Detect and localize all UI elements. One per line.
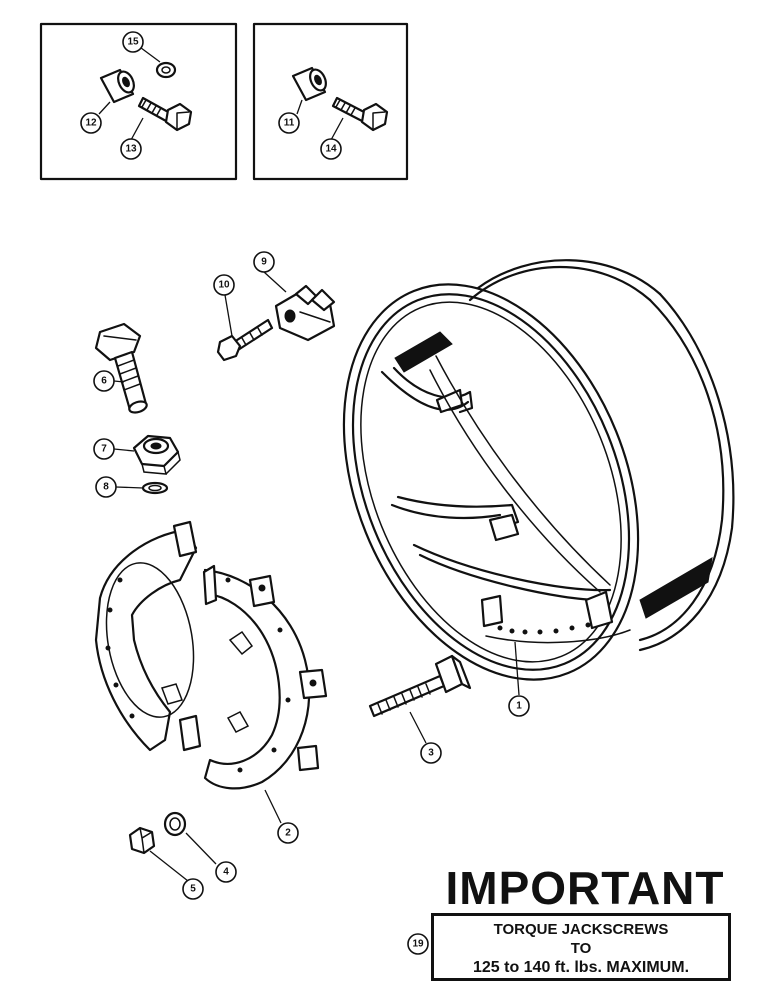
callout-8: 8 bbox=[95, 476, 117, 498]
callout-1: 1 bbox=[508, 695, 530, 717]
callout-15: 15 bbox=[122, 31, 144, 53]
bolt-part-3 bbox=[368, 654, 472, 718]
inset-box-left bbox=[39, 22, 238, 181]
svg-text:2: 2 bbox=[285, 828, 291, 839]
torque-notice-box: TORQUE JACKSCREWS TO 125 to 140 ft. lbs.… bbox=[431, 913, 731, 981]
o-ring-part-8 bbox=[141, 481, 169, 495]
torque-notice-line-1: TORQUE JACKSCREWS bbox=[493, 921, 669, 938]
callout-6: 6 bbox=[93, 370, 115, 392]
callout-19: 19 bbox=[407, 933, 429, 955]
callout-14: 14 bbox=[320, 138, 342, 160]
svg-text:12: 12 bbox=[85, 118, 97, 129]
important-heading: IMPORTANT bbox=[445, 862, 725, 914]
bolt-part-13 bbox=[137, 96, 193, 132]
block-part-9 bbox=[274, 284, 336, 342]
callout-3: 3 bbox=[420, 742, 442, 764]
callout-12: 12 bbox=[80, 112, 102, 134]
svg-text:10: 10 bbox=[218, 280, 230, 291]
clamp-bolt-holes bbox=[105, 577, 291, 773]
clamp-part-2 bbox=[94, 520, 328, 790]
washer-part-15 bbox=[155, 61, 177, 79]
svg-text:14: 14 bbox=[325, 144, 337, 155]
callout-10: 10 bbox=[213, 274, 235, 296]
svg-text:9: 9 bbox=[261, 257, 267, 268]
torque-notice-line-2: TO bbox=[570, 940, 592, 957]
svg-text:6: 6 bbox=[101, 376, 107, 387]
torque-notice-line-3: 125 to 140 ft. lbs. MAXIMUM. bbox=[472, 959, 690, 976]
bolt-part-14 bbox=[331, 96, 389, 132]
svg-text:19: 19 bbox=[412, 939, 424, 950]
svg-text:1: 1 bbox=[516, 701, 522, 712]
svg-text:11: 11 bbox=[284, 118, 295, 129]
callout-5: 5 bbox=[182, 878, 204, 900]
svg-text:7: 7 bbox=[101, 444, 107, 455]
callout-11: 11 bbox=[278, 112, 300, 134]
inset-box-right bbox=[252, 22, 409, 181]
svg-text:8: 8 bbox=[103, 482, 109, 493]
callout-13: 13 bbox=[120, 138, 142, 160]
rim-bolt-holes bbox=[497, 622, 591, 635]
nut-part-5 bbox=[128, 826, 156, 855]
callout-4: 4 bbox=[215, 861, 237, 883]
spacer-part-12 bbox=[99, 68, 135, 104]
bolt-part-10 bbox=[216, 318, 274, 362]
svg-text:4: 4 bbox=[223, 867, 229, 878]
spacer-part-11 bbox=[291, 66, 327, 102]
svg-text:15: 15 bbox=[127, 37, 139, 48]
jackscrew-part-6 bbox=[94, 322, 148, 414]
nut-part-7 bbox=[132, 434, 181, 475]
svg-text:3: 3 bbox=[428, 748, 434, 759]
callout-9: 9 bbox=[253, 251, 275, 273]
callout-7: 7 bbox=[93, 438, 115, 460]
svg-text:5: 5 bbox=[190, 884, 196, 895]
callout-2: 2 bbox=[277, 822, 299, 844]
rim-part-1 bbox=[342, 259, 735, 681]
svg-text:13: 13 bbox=[125, 144, 137, 155]
washer-part-4 bbox=[163, 811, 187, 837]
